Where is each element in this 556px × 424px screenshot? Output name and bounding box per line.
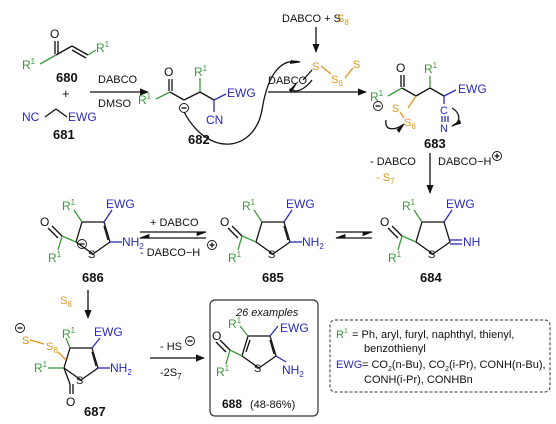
svg-text:N: N [440, 123, 448, 135]
plus-sign: + [62, 86, 70, 101]
svg-text:NH2: NH2 [122, 235, 144, 251]
svg-text:EWG: EWG [446, 197, 475, 211]
svg-text:R1: R1 [228, 250, 242, 265]
solvent-dmso: DMSO [98, 98, 131, 110]
ewg-label: EWG [68, 110, 97, 124]
svg-text:EWG: EWG [227, 86, 256, 100]
compound-685: R1 EWG S NH2 O R1 685 [220, 197, 324, 285]
r1-label: R1 [96, 40, 110, 55]
svg-text:O: O [396, 61, 405, 75]
svg-text:R1: R1 [242, 198, 256, 213]
electron-push-arrow [183, 59, 302, 145]
compound-number-688: 688 [222, 397, 242, 411]
compound-number-680: 680 [56, 70, 78, 85]
svg-text:CONH(i-Pr), CONHBn: CONH(i-Pr), CONHBn [364, 374, 473, 386]
svg-text:S: S [392, 103, 399, 115]
svg-text:S6: S6 [404, 117, 416, 131]
svg-text:R1: R1 [424, 61, 438, 76]
compound-number-687: 687 [84, 404, 106, 419]
svg-text:S: S [88, 249, 95, 261]
svg-text:- DABCO: - DABCO [370, 156, 416, 168]
compound-680: O R1 R1 680 [22, 27, 110, 85]
compound-number-682: 682 [188, 132, 210, 147]
svg-text:- HS: - HS [160, 341, 182, 353]
svg-text:R1: R1 [216, 364, 230, 379]
svg-text:S6: S6 [331, 74, 343, 88]
svg-text:S8: S8 [60, 295, 72, 309]
compound-681: NC EWG 681 [22, 108, 97, 142]
svg-text:CN: CN [206, 113, 223, 127]
svg-text:EWG: EWG [106, 197, 135, 211]
svg-text:S: S [312, 61, 319, 73]
compound-687: R1 EWG S NH2 S S6 R1 O 687 [15, 323, 132, 419]
svg-text:S: S [76, 375, 83, 387]
compound-688: R1 EWG S NH2 O R1 [212, 316, 309, 379]
svg-text:- DABCO−H: - DABCO−H [140, 247, 200, 259]
s8-label: S8 [337, 13, 349, 27]
compound-number-683: 683 [424, 136, 446, 151]
svg-text:-2S7: -2S7 [160, 367, 182, 381]
svg-text:O: O [66, 395, 75, 409]
svg-text:= CO2(n-Bu), CO2(i-Pr), CONH(n: = CO2(n-Bu), CO2(i-Pr), CONH(n-Bu), [362, 359, 546, 373]
svg-text:EWG: EWG [94, 325, 123, 339]
svg-text:S6: S6 [46, 341, 58, 355]
compound-683: O R1 R1 EWG C N S S6 683 [370, 61, 487, 151]
svg-text:R1: R1 [336, 328, 348, 341]
svg-text:R1: R1 [48, 250, 62, 265]
svg-text:EWG: EWG [286, 197, 315, 211]
svg-text:O: O [380, 215, 389, 229]
yield-range: (48-86%) [250, 399, 295, 411]
svg-text:R1: R1 [194, 64, 208, 79]
svg-text:DABCO: DABCO [268, 75, 308, 87]
svg-text:R1: R1 [138, 92, 152, 107]
svg-text:NH2: NH2 [282, 363, 304, 379]
compound-number-686: 686 [82, 270, 104, 285]
compound-686: R1 EWG S NH2 O R1 686 [40, 197, 144, 285]
svg-text:NH2: NH2 [302, 235, 324, 251]
svg-text:O: O [220, 215, 229, 229]
substituent-legend [329, 319, 551, 393]
svg-text:S: S [254, 363, 261, 375]
svg-text:NH: NH [463, 235, 480, 249]
svg-text:S: S [353, 59, 360, 71]
svg-text:- S7: - S7 [376, 172, 395, 186]
product-box [209, 299, 319, 417]
svg-text:R1: R1 [228, 316, 242, 331]
dabco-sulfur-complex: DABCO S S6 S [268, 59, 360, 94]
reagent-dabco: DABCO [98, 74, 138, 86]
r1-label: R1 [22, 57, 36, 72]
svg-text:R1: R1 [402, 198, 416, 213]
examples-count: 26 examples [235, 307, 299, 319]
svg-text:R1: R1 [388, 250, 402, 265]
compound-number-684: 684 [420, 270, 442, 285]
svg-text:O: O [40, 215, 49, 229]
svg-text:S: S [428, 249, 435, 261]
oxygen-label: O [50, 27, 59, 41]
svg-text:NH2: NH2 [110, 361, 132, 377]
svg-text:= Ph, aryl, furyl, naphthyl, t: = Ph, aryl, furyl, naphthyl, thienyl, [352, 329, 514, 341]
svg-text:EWG: EWG [336, 359, 362, 371]
compound-684: R1 EWG S NH O R1 684 [380, 197, 480, 285]
nitrile-label: NC [22, 110, 40, 124]
svg-text:benzothienyl: benzothienyl [364, 343, 426, 355]
svg-text:+ DABCO: + DABCO [150, 217, 199, 229]
compound-682: O R1 R1 EWG CN 682 [138, 64, 256, 147]
svg-text:EWG: EWG [280, 321, 309, 335]
svg-text:S: S [268, 249, 275, 261]
svg-text:R1: R1 [62, 326, 76, 341]
svg-text:C: C [440, 105, 448, 117]
svg-text:S: S [22, 335, 29, 347]
reagent-dabco-s8: DABCO + S [282, 13, 341, 25]
svg-text:O: O [164, 65, 173, 79]
svg-text:R1: R1 [370, 89, 384, 104]
svg-text:DABCO−H: DABCO−H [438, 156, 492, 168]
svg-text:O: O [212, 329, 221, 343]
compound-number-685: 685 [262, 270, 284, 285]
svg-text:R1: R1 [62, 198, 76, 213]
compound-number-681: 681 [53, 127, 75, 142]
svg-text:EWG: EWG [458, 82, 487, 96]
svg-text:R1: R1 [34, 360, 48, 375]
